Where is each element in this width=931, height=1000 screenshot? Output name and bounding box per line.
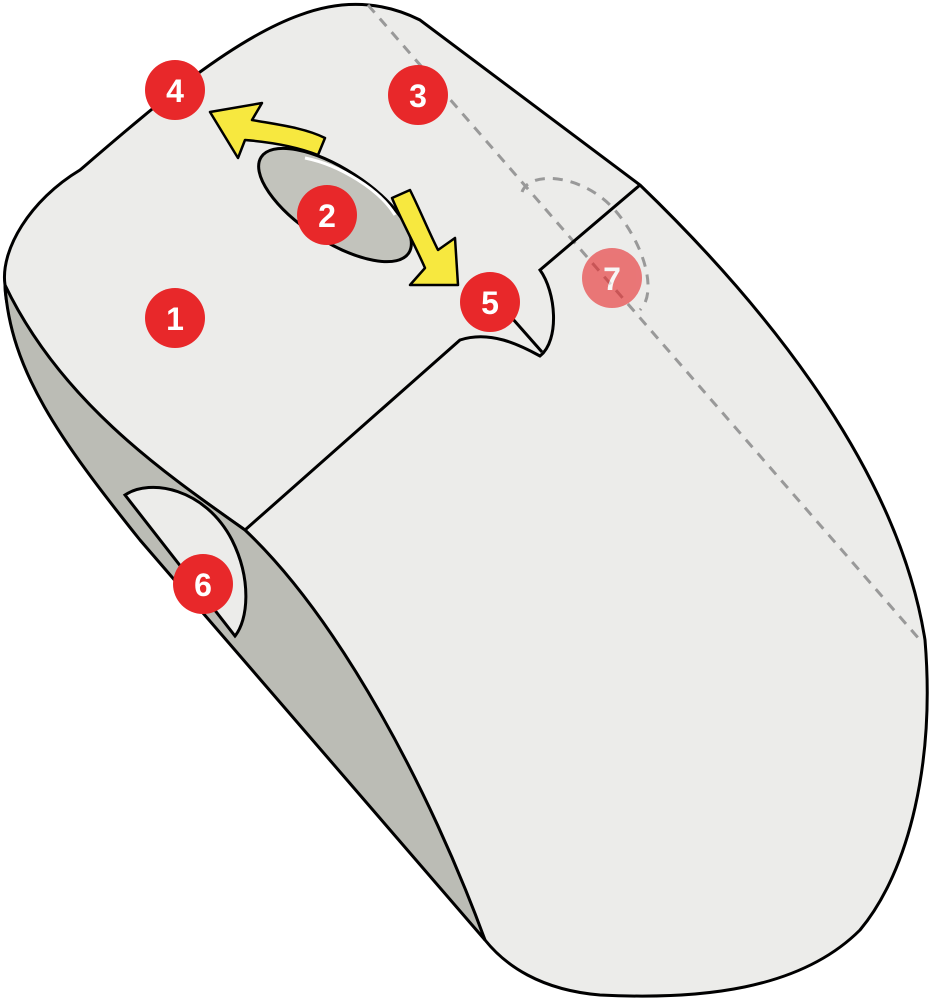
hidden-part-outline: [520, 177, 650, 312]
marker-1: 1: [145, 288, 205, 348]
marker-1-label: 1: [166, 301, 184, 337]
button-divider-inner: [510, 317, 544, 353]
scroll-wheel-highlight: [304, 156, 397, 216]
marker-4: 4: [145, 60, 205, 120]
marker-2-label: 2: [318, 198, 336, 234]
marker-6-label: 6: [194, 567, 212, 603]
marker-5: 5: [460, 272, 520, 332]
marker-3-label: 3: [409, 78, 427, 114]
marker-5-label: 5: [481, 285, 499, 321]
marker-3: 3: [388, 65, 448, 125]
marker-2: 2: [297, 185, 357, 245]
marker-6: 6: [173, 554, 233, 614]
hidden-edge-line: [366, 4, 922, 641]
button-divider: [244, 183, 641, 532]
scroll-up-arrow: [208, 101, 327, 160]
marker-7: 7: [582, 248, 642, 308]
scroll-down-arrow: [390, 188, 460, 287]
marker-4-label: 4: [166, 73, 184, 109]
marker-7-label: 7: [603, 261, 621, 297]
